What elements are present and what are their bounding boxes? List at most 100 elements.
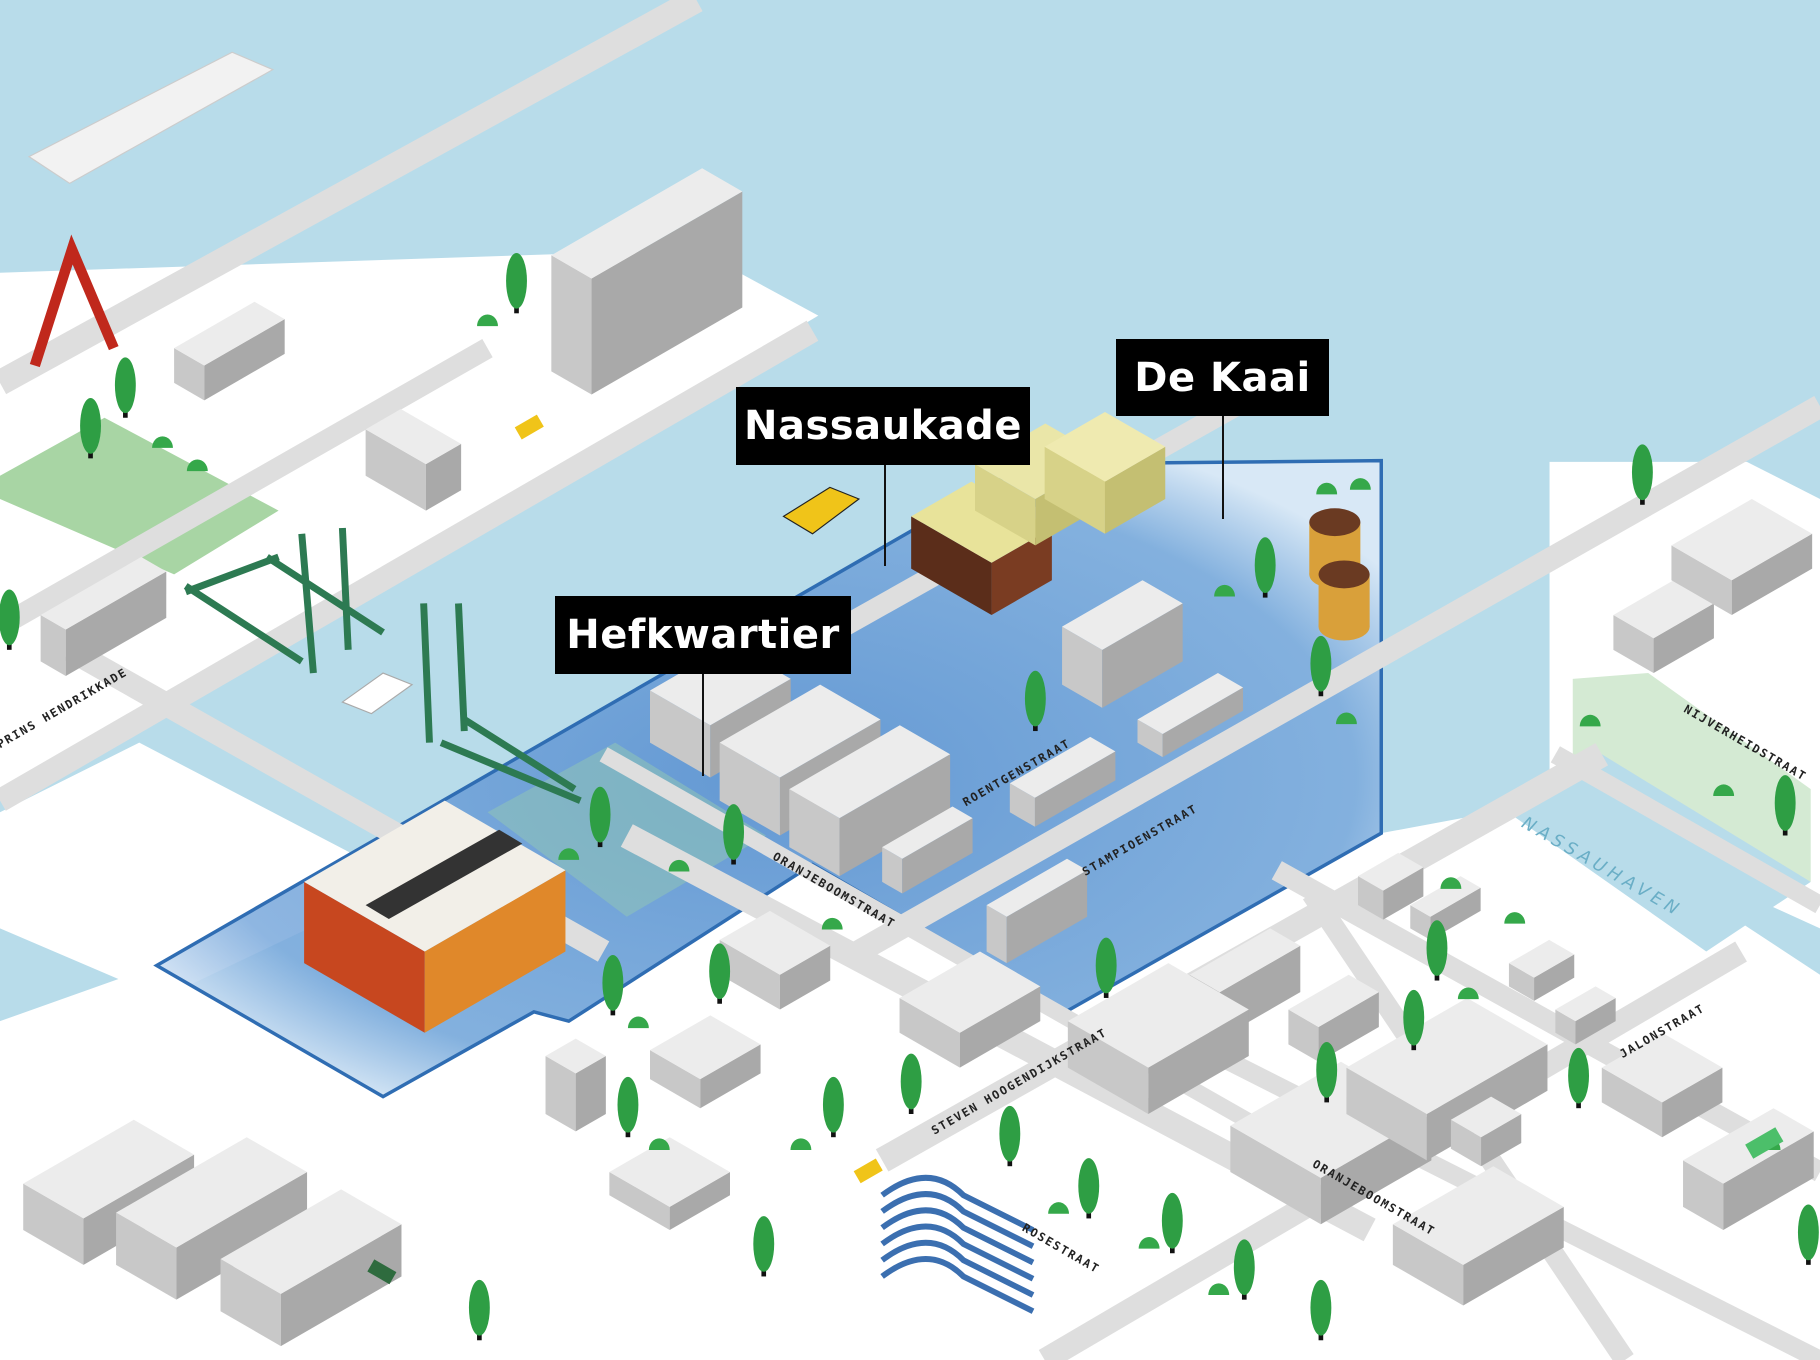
car-yellow (853, 1158, 883, 1184)
building-22 (650, 1015, 761, 1109)
tree-icon (1310, 635, 1332, 697)
building-23 (609, 1137, 730, 1231)
callout-hefkwartier[interactable]: Hefkwartier (555, 596, 851, 674)
building-29 (1450, 1096, 1522, 1167)
building-32 (220, 1189, 402, 1347)
building-9 (986, 858, 1088, 964)
tree-icon (506, 252, 527, 314)
bush-icon (152, 436, 173, 448)
tree-icon (1568, 1047, 1590, 1109)
bush-icon (1138, 1236, 1160, 1249)
bush-icon (1335, 712, 1357, 725)
tree-icon (114, 357, 136, 418)
building-24 (1067, 963, 1249, 1114)
tree-icon (709, 943, 731, 1004)
tree-icon (999, 1105, 1021, 1167)
bush-icon (1440, 877, 1462, 889)
building-16 (1508, 939, 1575, 1001)
building-19 (1671, 498, 1813, 616)
bush-icon (1214, 584, 1235, 597)
bush-icon (821, 917, 843, 930)
tree-icon (1426, 920, 1448, 981)
car-green (1745, 1127, 1784, 1159)
building-nassaukade-landmark (911, 481, 1052, 616)
leader-de-kaai (1222, 415, 1224, 519)
tree-icon (1403, 989, 1425, 1051)
road-7 (1271, 861, 1820, 1182)
bush-icon (1713, 784, 1735, 797)
bush-icon (1457, 987, 1479, 1000)
bridge-willemsbrug (29, 234, 119, 368)
building-13 (1288, 974, 1379, 1062)
car-yellow (514, 414, 544, 440)
road-2 (0, 339, 493, 636)
building-31 (116, 1137, 308, 1300)
building-2 (551, 168, 743, 395)
cargo-ship (27, 51, 275, 185)
tree-icon (1774, 775, 1796, 836)
building-10 (1009, 736, 1116, 827)
tree-icon (468, 1279, 490, 1341)
silo-1 (1318, 560, 1370, 641)
building-nassaukade-east (1044, 411, 1166, 534)
callout-nassaukade[interactable]: Nassaukade (736, 387, 1030, 465)
leader-hefkwartier (702, 673, 704, 776)
tree-icon (1024, 670, 1046, 732)
tree-icon (80, 398, 101, 459)
bush-icon (477, 314, 498, 327)
tree-icon (1095, 937, 1117, 998)
road-0 (0, 0, 703, 395)
building-11 (1137, 673, 1244, 758)
building-0 (365, 409, 462, 511)
solar-panels (365, 829, 523, 920)
building-28 (1601, 1032, 1723, 1138)
bush-icon (648, 1138, 670, 1150)
building-1 (40, 556, 167, 676)
map-decorations (0, 51, 1819, 1347)
building-spiral (880, 1174, 1035, 1314)
bush-icon (1504, 912, 1526, 924)
building-21 (899, 951, 1041, 1068)
building-34 (545, 1038, 606, 1132)
tree-icon (1310, 1279, 1332, 1341)
building-14 (1358, 852, 1424, 920)
land-west (0, 742, 407, 998)
tree-icon (900, 1053, 922, 1114)
building-6 (789, 725, 951, 877)
building-27 (1392, 1166, 1564, 1306)
building-7 (1062, 580, 1183, 708)
tree-icon (753, 1216, 775, 1277)
water-taxi (782, 486, 861, 535)
building-18 (1613, 580, 1714, 674)
building-20 (719, 910, 831, 1010)
tree-icon (1797, 1204, 1819, 1265)
tree-icon (602, 955, 624, 1016)
bush-icon (790, 1138, 812, 1150)
tree-icon (723, 804, 745, 865)
tree-icon (1078, 1158, 1100, 1219)
road-5 (853, 396, 1820, 962)
bush-icon (1208, 1283, 1230, 1296)
tree-icon (1233, 1239, 1255, 1300)
bush-icon (1316, 482, 1338, 495)
bridge-de-hef (183, 527, 582, 804)
tree-icon (1316, 1042, 1338, 1103)
tree-icon (1161, 1192, 1183, 1254)
building-17 (1555, 986, 1616, 1045)
tree-icon (1254, 537, 1276, 598)
building-3 (174, 301, 285, 401)
bush-icon (627, 1016, 649, 1029)
tree-icon (0, 589, 20, 650)
bush-icon (668, 859, 690, 872)
park-east (1572, 673, 1811, 882)
bush-icon (1579, 714, 1601, 727)
bush-icon (558, 848, 580, 860)
tree-icon (617, 1076, 639, 1138)
callout-de-kaai[interactable]: De Kaai (1116, 339, 1329, 416)
boat (341, 672, 414, 715)
nassauhaven-water (1491, 754, 1811, 952)
tree-icon (1631, 444, 1653, 505)
tree-icon (822, 1076, 844, 1138)
tree-icon (589, 786, 611, 848)
